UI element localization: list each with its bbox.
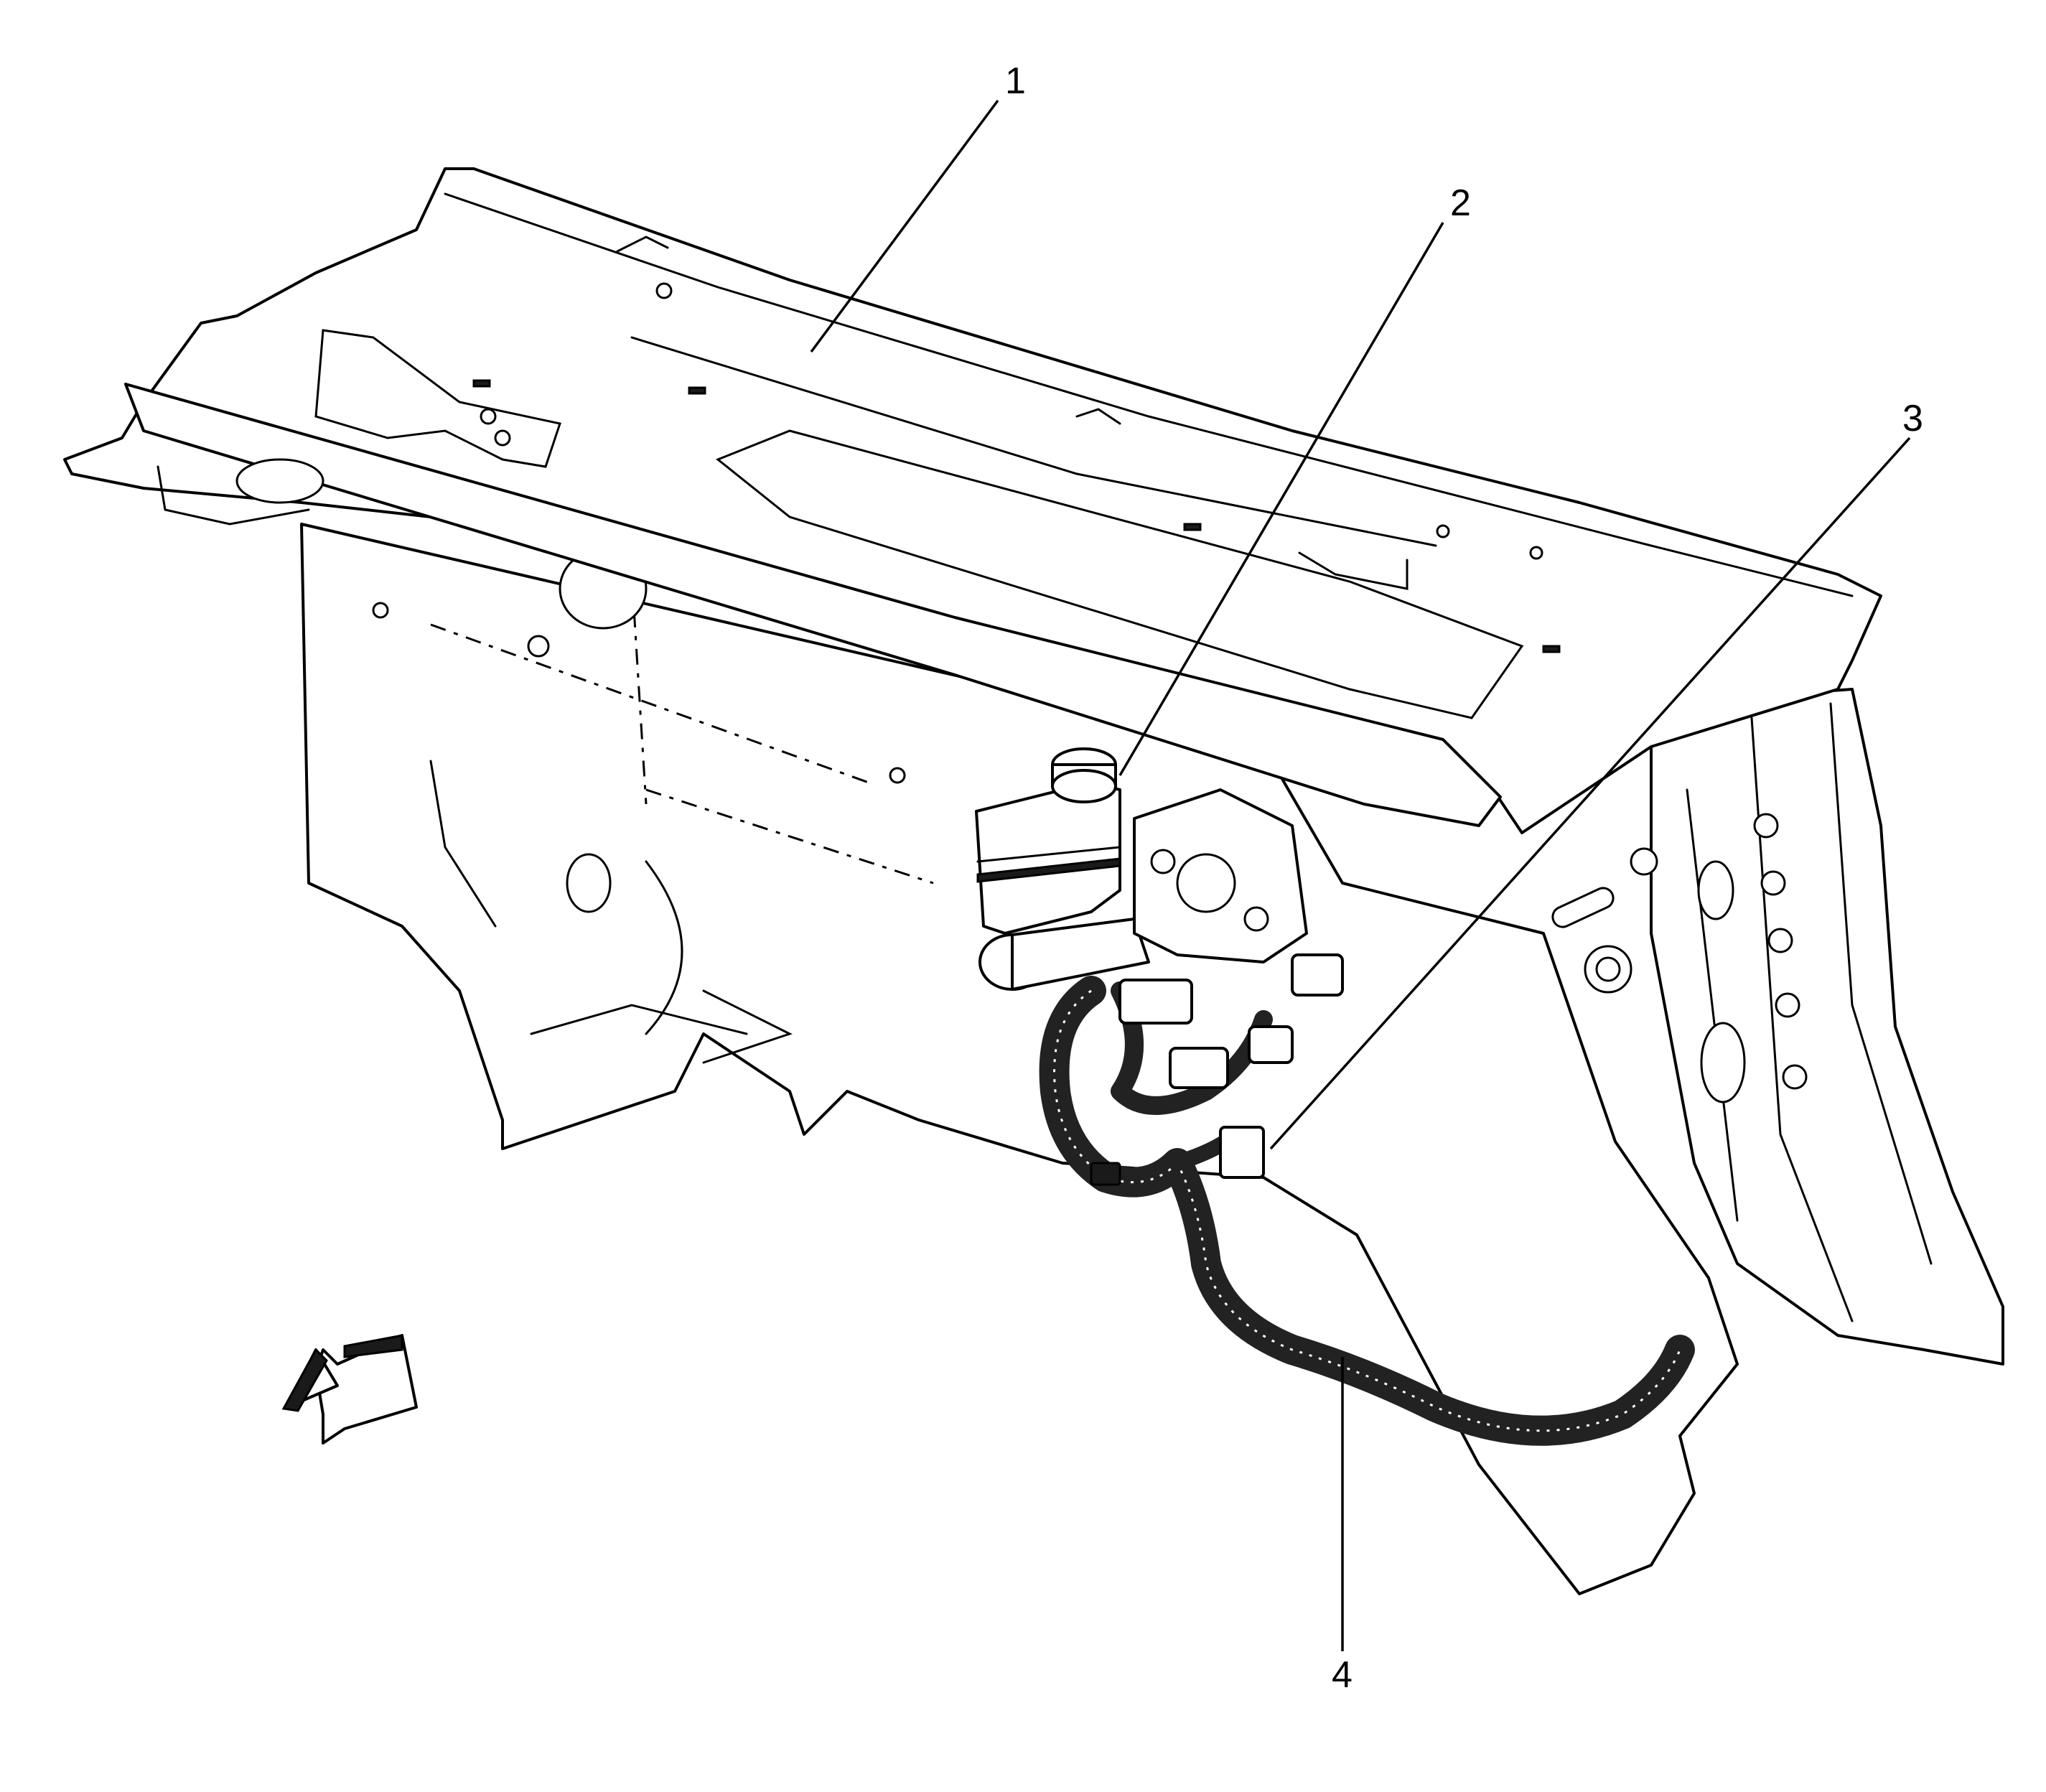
body-pillar <box>1551 688 2004 1366</box>
callout-4: 4 <box>1332 1654 1353 1696</box>
leader-lines <box>810 99 1911 1651</box>
harness-connector-e <box>1291 953 1344 997</box>
brake-master-cylinder <box>975 747 1308 991</box>
harness-connector-d <box>1219 1126 1265 1179</box>
leader-line-1 <box>810 99 999 353</box>
leader-line-3 <box>1269 437 1911 1150</box>
plenum-panel <box>63 167 1882 834</box>
harness-connector-a <box>1118 979 1193 1025</box>
callouts: 1 2 3 4 <box>1005 60 1923 1696</box>
harness-connector-b <box>1169 1047 1229 1089</box>
harness-connector-c <box>1248 1025 1294 1064</box>
callout-2: 2 <box>1450 182 1471 224</box>
wiring-harness <box>1039 953 1695 1446</box>
callout-1: 1 <box>1005 60 1026 102</box>
view-direction-arrow-icon <box>281 1334 418 1445</box>
leader-line-2 <box>1118 222 1444 776</box>
callout-3: 3 <box>1902 398 1923 439</box>
